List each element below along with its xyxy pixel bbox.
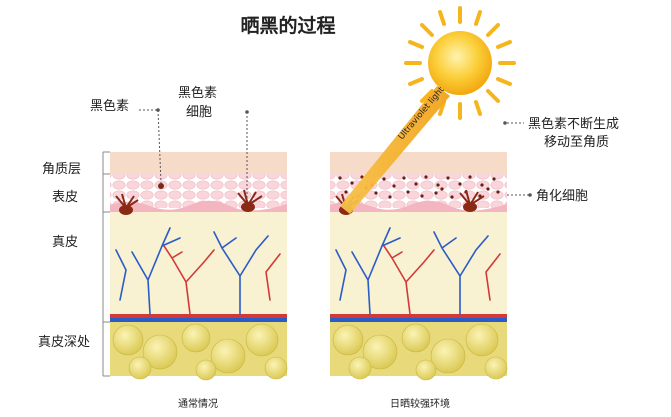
artery-band bbox=[110, 314, 287, 318]
melanocyte bbox=[459, 189, 485, 212]
fat-cells bbox=[112, 323, 288, 381]
corneum-layer bbox=[330, 152, 507, 174]
corneum-layer bbox=[110, 152, 287, 174]
vein-band bbox=[110, 318, 287, 322]
dermis-layer bbox=[110, 212, 287, 315]
label-dermis: 真皮 bbox=[52, 235, 78, 250]
label-stratum-corneum: 角质层 bbox=[42, 162, 81, 177]
callout-dot bbox=[156, 108, 160, 112]
caption-strong-sun: 日晒较强环境 bbox=[390, 397, 450, 410]
label-deep-dermis: 真皮深处 bbox=[38, 335, 90, 350]
callout-dot bbox=[245, 110, 249, 114]
callout-line bbox=[157, 109, 162, 184]
melanocyte bbox=[115, 193, 139, 215]
basement-wave bbox=[330, 200, 507, 212]
callout-keratinocyte: 角化细胞 bbox=[536, 189, 588, 204]
fat-cells bbox=[332, 323, 508, 381]
melanin-granule bbox=[158, 183, 164, 189]
callout-melanin-moving-1: 黑色素不断生成 bbox=[528, 116, 619, 132]
artery-band bbox=[330, 314, 507, 318]
callout-dot bbox=[528, 193, 532, 197]
normal-skin-panel bbox=[110, 152, 288, 381]
dermis-layer bbox=[330, 212, 507, 315]
callout-melanocyte-1: 黑色素 bbox=[178, 85, 217, 101]
callout-melanin: 黑色素 bbox=[90, 98, 129, 114]
blood-vessels bbox=[115, 227, 281, 315]
melanocyte bbox=[237, 189, 263, 212]
basement-wave bbox=[110, 200, 287, 212]
caption-normal: 通常情况 bbox=[178, 397, 218, 410]
page-title: 晒黑的过程 bbox=[240, 14, 335, 37]
uv-beam bbox=[340, 86, 450, 214]
layer-bracket bbox=[102, 151, 110, 377]
blood-vessels bbox=[335, 227, 501, 315]
sun-icon bbox=[404, 6, 516, 120]
vein-band bbox=[330, 318, 507, 322]
callout-dot bbox=[503, 121, 507, 125]
callout-melanocyte-2: 细胞 bbox=[186, 105, 212, 120]
callout-melanin-moving-2: 移动至角质 bbox=[544, 135, 609, 150]
label-epidermis: 表皮 bbox=[52, 190, 78, 205]
sunburnt-skin-panel bbox=[330, 152, 508, 381]
